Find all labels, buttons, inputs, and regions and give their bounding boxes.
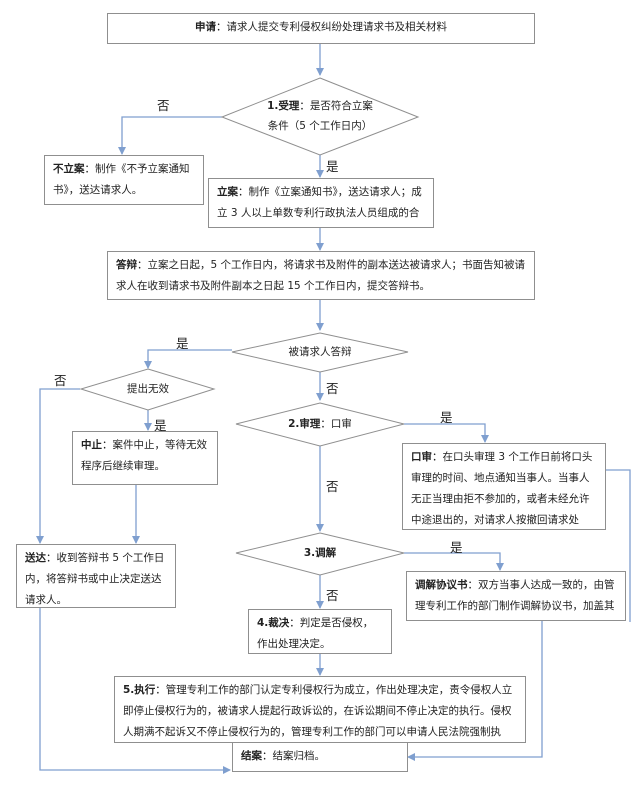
review-text: 2.审理：口审 <box>260 414 380 434</box>
label-review-no: 否 <box>326 479 339 494</box>
review-title: 2.审理 <box>288 418 321 430</box>
apply-title: 申请 <box>195 21 216 33</box>
execute-box: 5.执行：管理专利工作的部门认定专利侵权行为成立，作出处理决定，责令侵权人立即停… <box>114 676 526 743</box>
label-review-yes: 是 <box>440 410 453 425</box>
label-invalid-no: 否 <box>54 373 67 388</box>
suspend-text: ：案件中止，等待无效程序后继续审理。 <box>81 439 207 472</box>
suspend-box: 中止：案件中止，等待无效程序后继续审理。 <box>72 431 218 485</box>
file-case-title: 立案 <box>217 186 238 198</box>
no-file-text: ：制作《不予立案通知书》，送达请求人。 <box>53 163 190 196</box>
review-subtext: ：口审 <box>320 418 352 430</box>
oral-box: 口审：在口头审理 3 个工作日前将口头审理的时间、地点通知当事人。当事人无正当理… <box>402 443 606 530</box>
agreement-title: 调解协议书 <box>415 579 468 591</box>
execute-title: 5.执行 <box>123 684 156 696</box>
apply-box: 申请：请求人提交专利侵权纠纷处理请求书及相关材料 <box>107 13 535 44</box>
label-invalid-yes: 是 <box>154 418 167 433</box>
accept-text: 1.受理：是否符合立案 条件（5 个工作日内） <box>267 100 373 132</box>
mediation-title: 3.调解 <box>303 547 337 559</box>
suspend-title: 中止 <box>81 439 102 451</box>
accept-diamond <box>220 77 420 156</box>
label-mediation-yes: 是 <box>450 540 463 555</box>
file-case-box: 立案：制作《立案通知书》，送达请求人；成立 3 人以上单数专利行政执法人员组成的… <box>208 178 434 228</box>
oral-title: 口审 <box>411 451 432 463</box>
close-title: 结案 <box>241 750 262 762</box>
ruling-box: 4.裁决：判定是否侵权，作出处理决定。 <box>248 609 392 654</box>
deliver-box: 送达：收到答辩书 5 个工作日内，将答辩书或中止决定送达请求人。 <box>16 544 176 608</box>
mediation-text: 3.调解 <box>260 543 380 563</box>
label-respondent-no: 否 <box>326 381 339 396</box>
no-file-title: 不立案 <box>53 163 85 175</box>
agreement-text: ：双方当事人达成一致的，由管理专利工作的部门制作调解协议书，加盖其公章，并由双方… <box>415 579 615 612</box>
accept-title: 1.受理 <box>267 100 300 112</box>
label-mediation-no: 否 <box>326 588 339 603</box>
deliver-title: 送达 <box>25 552 46 564</box>
label-accept-no: 否 <box>157 98 170 113</box>
invalid-diamond <box>79 368 216 411</box>
accept-text2: 条件（5 个工作日内） <box>267 120 373 132</box>
execute-text: ：管理专利工作的部门认定专利侵权行为成立，作出处理决定，责令侵权人立即停止侵权行… <box>123 684 513 738</box>
file-case-text: ：制作《立案通知书》，送达请求人；成立 3 人以上单数专利行政执法人员组成的合 <box>217 186 422 219</box>
review-diamond <box>235 402 405 447</box>
close-text: ：结案归档。 <box>262 750 325 762</box>
oral-text: ：在口头审理 3 个工作日前将口头审理的时间、地点通知当事人。当事人无正当理由拒… <box>411 451 593 526</box>
no-file-box: 不立案：制作《不予立案通知书》，送达请求人。 <box>44 155 204 205</box>
agreement-box: 调解协议书：双方当事人达成一致的，由管理专利工作的部门制作调解协议书，加盖其公章… <box>406 571 626 621</box>
invalid-text: 提出无效 <box>127 383 169 395</box>
respondent-diamond <box>231 332 409 373</box>
apply-text: ：请求人提交专利侵权纠纷处理请求书及相关材料 <box>216 21 447 33</box>
close-box: 结案：结案归档。 <box>232 742 408 772</box>
deliver-text: ：收到答辩书 5 个工作日内，将答辩书或中止决定送达请求人。 <box>25 552 165 606</box>
defense-title: 答辩 <box>116 259 137 271</box>
label-accept-yes: 是 <box>326 159 339 174</box>
ruling-text: ：判定是否侵权，作出处理决定。 <box>257 617 374 650</box>
label-respondent-yes: 是 <box>176 336 189 351</box>
defense-text: ：立案之日起，5 个工作日内，将请求书及附件的副本送达被请求人；书面告知被请求人… <box>116 259 526 292</box>
respondent-text: 被请求人答辩 <box>288 346 352 358</box>
defense-box: 答辩：立案之日起，5 个工作日内，将请求书及附件的副本送达被请求人；书面告知被请… <box>107 251 535 300</box>
ruling-title: 4.裁决 <box>257 617 290 629</box>
mediation-diamond <box>235 532 405 576</box>
